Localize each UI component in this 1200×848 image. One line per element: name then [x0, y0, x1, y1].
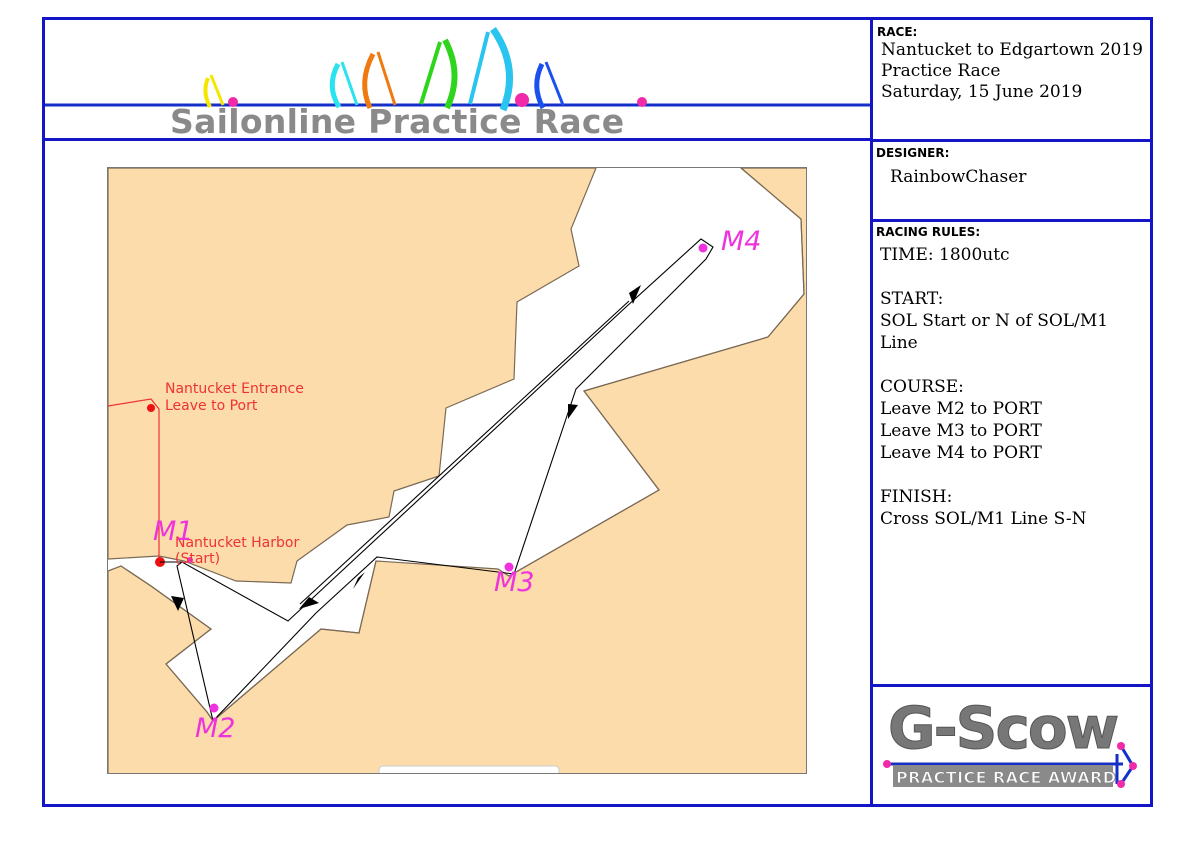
- mark-label-m1: M1: [153, 516, 194, 547]
- entrance-label-line2: Leave to Port: [165, 398, 258, 414]
- award-logo: [875, 688, 1149, 804]
- race-line1: Nantucket to Edgartown 2019: [881, 40, 1143, 60]
- mark-label-m2: M2: [195, 713, 236, 744]
- rules-course-2: Leave M3 to PORT: [880, 421, 1042, 441]
- designer-name: RainbowChaser: [890, 167, 1027, 187]
- divider-race: [870, 139, 1153, 142]
- divider-designer: [870, 219, 1153, 222]
- race-line2: Practice Race: [881, 61, 1001, 81]
- poster-frame: [42, 17, 1153, 807]
- banner-title: Sailonline Practice Race: [170, 102, 625, 141]
- mark-label-m3: M3: [494, 567, 535, 598]
- rules-course-1: Leave M2 to PORT: [880, 399, 1042, 419]
- banner: [45, 20, 870, 138]
- harbor-label-line1: Nantucket Harbor: [175, 535, 300, 551]
- race-course-map: [107, 167, 807, 774]
- map-canvas: [108, 168, 806, 773]
- sails-logo: [45, 27, 870, 112]
- award-subtitle: PRACTICE RACE AWARD: [895, 768, 1117, 788]
- mark-label-m4: M4: [721, 226, 762, 257]
- race-line3: Saturday, 15 June 2019: [881, 82, 1083, 102]
- designer-label: DESIGNER:: [876, 146, 950, 160]
- rules-course-3: Leave M4 to PORT: [880, 443, 1042, 463]
- rules-start-text-1: SOL Start or N of SOL/M1: [880, 311, 1109, 331]
- rules-finish-heading: FINISH:: [880, 487, 953, 507]
- course-track: [160, 238, 714, 723]
- rules-label: RACING RULES:: [876, 225, 981, 239]
- divider-banner: [42, 138, 872, 141]
- rules-start-text-2: Line: [880, 333, 918, 353]
- land-north: [108, 168, 597, 584]
- divider-rules: [870, 684, 1153, 687]
- award-decoration: [883, 742, 1137, 788]
- race-label: RACE:: [877, 25, 918, 39]
- rules-course-heading: COURSE:: [880, 377, 964, 397]
- harbor-label: Nantucket Harbor (Start): [175, 535, 299, 567]
- rules-time: TIME: 1800utc: [880, 245, 1010, 265]
- divider-vertical: [870, 17, 873, 807]
- harbor-label-line2: (Start): [175, 551, 221, 567]
- entrance-label: Nantucket Entrance Leave to Port: [165, 381, 304, 415]
- rules-finish-text: Cross SOL/M1 Line S-N: [880, 509, 1087, 529]
- rules-start-heading: START:: [880, 289, 944, 309]
- entrance-label-line1: Nantucket Entrance: [165, 381, 304, 397]
- award-title: G-Scow: [887, 694, 1119, 763]
